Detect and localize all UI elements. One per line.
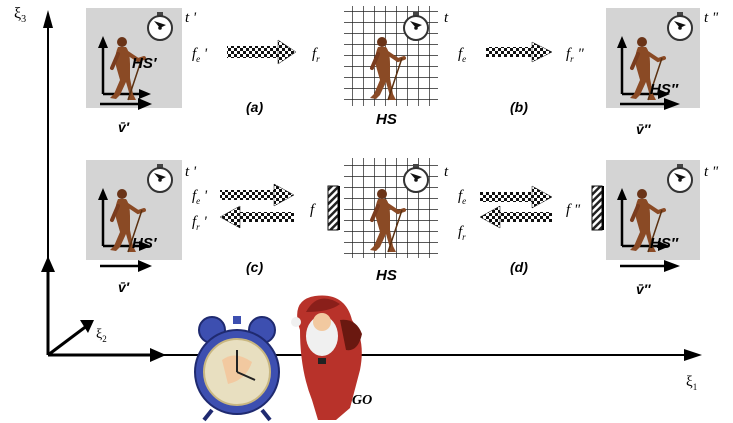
panel-d-label: (d) bbox=[510, 259, 528, 275]
fe-label-2: fe bbox=[458, 188, 466, 206]
santa-illustration bbox=[291, 295, 362, 420]
mirror-left bbox=[327, 185, 339, 231]
hs-label: HS bbox=[376, 111, 397, 128]
frame-hs-dprime-row2: HS″ bbox=[591, 160, 700, 272]
time-t-prime-2: t ' bbox=[185, 164, 197, 180]
fe-label: fe bbox=[458, 46, 466, 64]
arrow-reflect-left-c bbox=[219, 205, 294, 229]
arrow-emit-right-b bbox=[486, 41, 553, 63]
time-t-2: t bbox=[444, 164, 449, 180]
xi1-arrowhead bbox=[684, 349, 702, 361]
hs-dprime-label: HS″ bbox=[650, 81, 679, 98]
hs-dprime-label-2: HS″ bbox=[650, 235, 679, 252]
frame-hs-prime-row2: HS′ bbox=[86, 160, 182, 272]
time-t: t bbox=[444, 10, 449, 26]
panel-b-label: (b) bbox=[510, 99, 528, 115]
go-label: GO bbox=[352, 393, 372, 408]
fr-label: fr bbox=[312, 46, 320, 64]
time-t-dprime: t " bbox=[704, 10, 719, 26]
fr-prime-label-2: fr ' bbox=[192, 214, 207, 232]
panel-a-label: (a) bbox=[246, 99, 263, 115]
hs-prime-label: HS′ bbox=[132, 55, 158, 72]
f-dprime-label: f " bbox=[566, 202, 581, 218]
xi3-label: ξ3 bbox=[14, 5, 26, 25]
time-t-dprime-2: t " bbox=[704, 164, 719, 180]
frame-hs-dprime-row1: HS″ bbox=[606, 8, 700, 110]
time-t-prime: t ' bbox=[185, 10, 197, 26]
frame-hs-rest-row1 bbox=[344, 6, 438, 106]
f-label: f bbox=[310, 202, 316, 218]
velocity-v-prime: v̄′ bbox=[118, 119, 130, 135]
hs-label-2: HS bbox=[376, 267, 397, 284]
panel-c-label: (c) bbox=[246, 259, 263, 275]
fe-prime-label-2: fe ' bbox=[192, 188, 208, 206]
arrow-emit-right bbox=[227, 39, 297, 65]
xi3-arrowhead bbox=[43, 10, 53, 28]
arrow-emit-right-c bbox=[220, 183, 295, 207]
frame-hs-prime-row1: HS′ bbox=[86, 8, 182, 110]
velocity-v-prime-2: v̄′ bbox=[118, 279, 130, 295]
frame-hs-rest-row2 bbox=[327, 158, 438, 258]
velocity-v-dprime-2: v̄″ bbox=[636, 281, 652, 297]
alarm-clock-illustration bbox=[194, 316, 280, 422]
arrow-emit-right-d bbox=[480, 185, 553, 209]
arrow-reflect-left-d bbox=[479, 205, 552, 229]
xi1-label: ξ1 bbox=[686, 374, 697, 392]
fr-label-2: fr bbox=[458, 224, 466, 242]
hs-prime-label-2: HS′ bbox=[132, 235, 158, 252]
fr-dprime-label: fr " bbox=[566, 46, 584, 64]
velocity-v-dprime: v̄″ bbox=[636, 121, 652, 137]
global-axes bbox=[41, 10, 702, 362]
mirror-right bbox=[591, 185, 603, 231]
xi2-label: ξ2 bbox=[96, 327, 107, 344]
fe-prime-label: fe ' bbox=[192, 46, 208, 64]
